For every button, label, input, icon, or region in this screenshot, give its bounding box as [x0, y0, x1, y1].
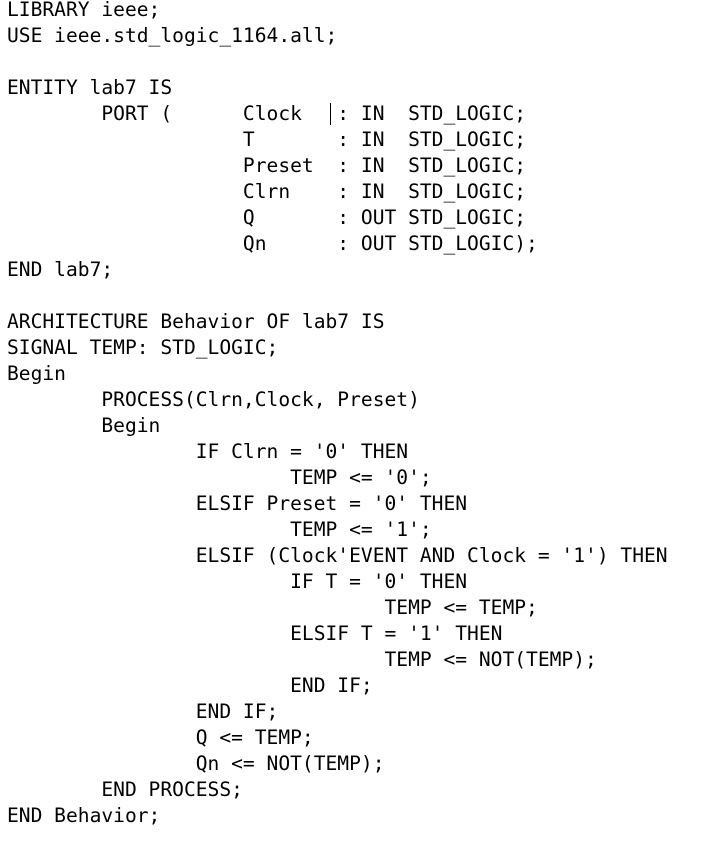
code-line: Begin — [7, 362, 66, 385]
code-line: Preset : IN STD_LOGIC; — [7, 154, 527, 177]
code-line: ELSIF T = '1' THEN — [7, 622, 503, 645]
code-line — [7, 283, 668, 309]
code-line: TEMP <= '1'; — [7, 518, 432, 541]
code-line: T : IN STD_LOGIC; — [7, 128, 527, 151]
code-line: ELSIF Preset = '0' THEN — [7, 492, 468, 515]
code-line: END lab7; — [7, 258, 114, 281]
code-line: Qn : OUT STD_LOGIC); — [7, 232, 538, 255]
code-line: LIBRARY ieee; — [7, 0, 161, 21]
code-line: Q : OUT STD_LOGIC; — [7, 206, 527, 229]
code-line: TEMP <= '0'; — [7, 466, 432, 489]
code-line: TEMP <= NOT(TEMP); — [7, 648, 597, 671]
code-line: END PROCESS; — [7, 778, 243, 801]
code-line: ELSIF (Clock'EVENT AND Clock = '1') THEN — [7, 544, 668, 567]
code-line: USE ieee.std_logic_1164.all; — [7, 24, 338, 47]
code-line: END Behavior; — [7, 804, 161, 827]
code-line: PORT ( Clock : IN STD_LOGIC; — [7, 102, 527, 125]
code-block[interactable]: LIBRARY ieee; USE ieee.std_logic_1164.al… — [7, 0, 668, 829]
code-line: IF T = '0' THEN — [7, 570, 468, 593]
code-line: TEMP <= TEMP; — [7, 596, 538, 619]
code-line: Q <= TEMP; — [7, 726, 314, 749]
code-line: ARCHITECTURE Behavior OF lab7 IS — [7, 310, 385, 333]
code-line: ENTITY lab7 IS — [7, 76, 173, 99]
code-line — [7, 49, 668, 75]
text-cursor — [330, 103, 331, 125]
code-line: SIGNAL TEMP: STD_LOGIC; — [7, 336, 279, 359]
code-line: END IF; — [7, 674, 373, 697]
code-line: PROCESS(Clrn,Clock, Preset) — [7, 388, 420, 411]
code-line: Qn <= NOT(TEMP); — [7, 752, 385, 775]
code-line: Begin — [7, 414, 161, 437]
code-line: END IF; — [7, 700, 279, 723]
code-line: Clrn : IN STD_LOGIC; — [7, 180, 527, 203]
code-line: IF Clrn = '0' THEN — [7, 440, 409, 463]
